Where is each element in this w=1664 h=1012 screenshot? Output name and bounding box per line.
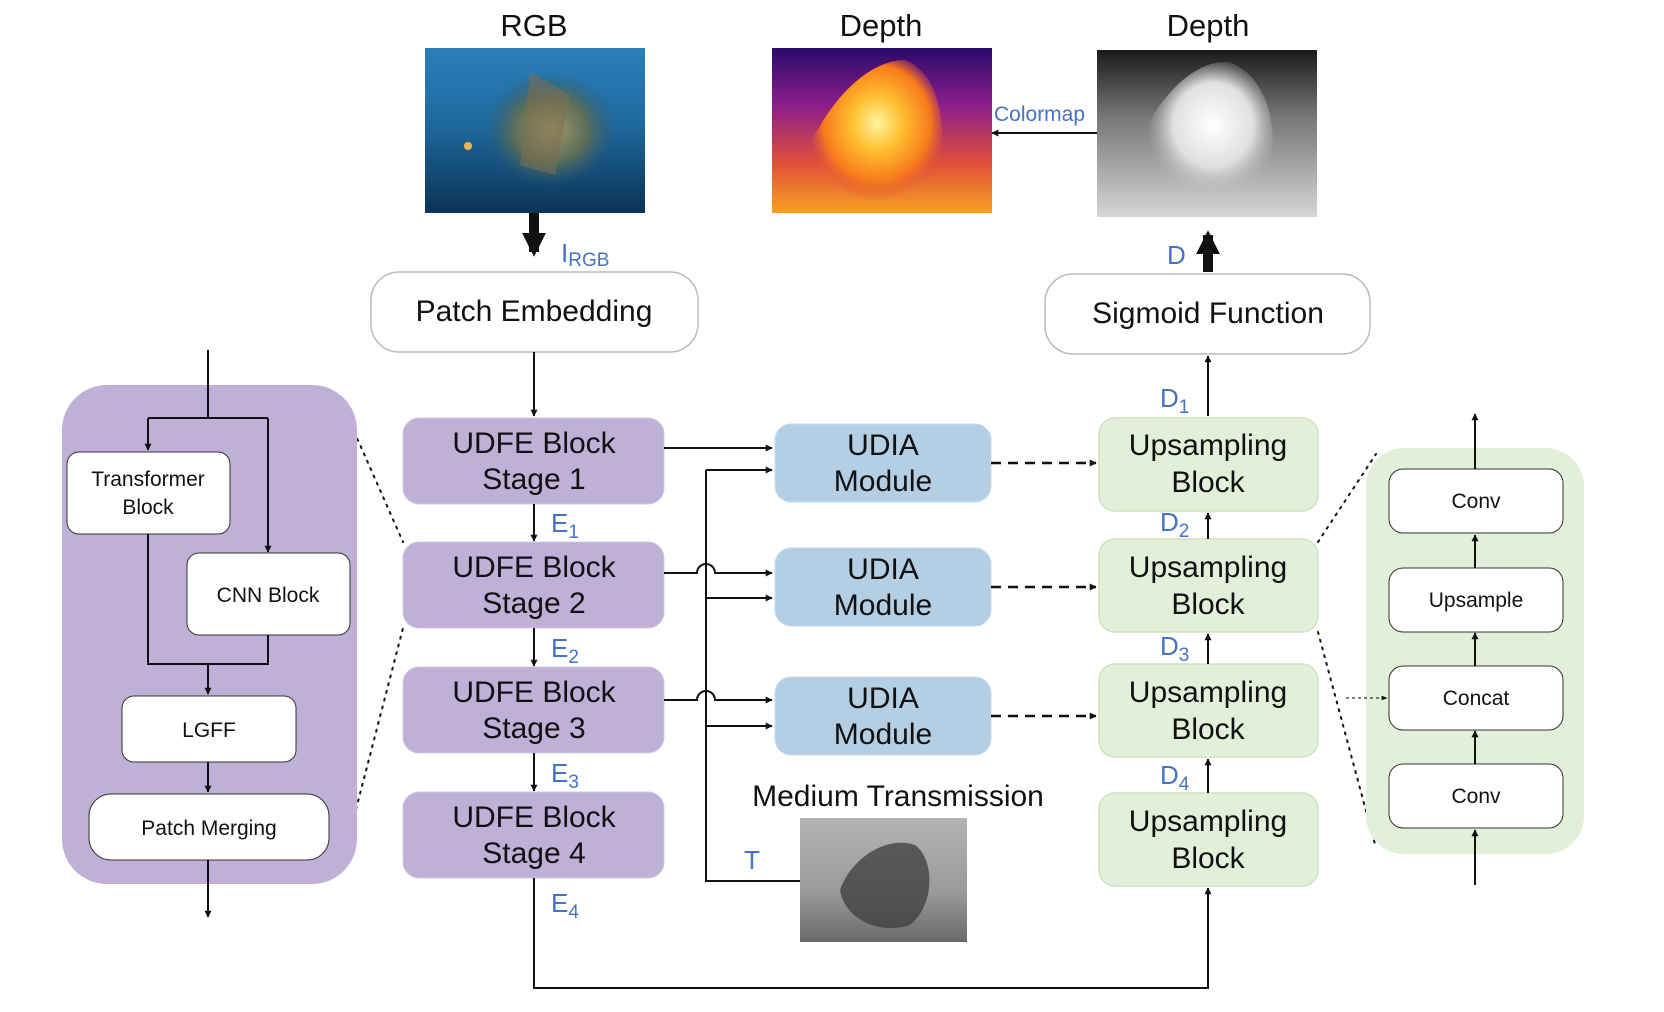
udfe-block-stage-2: UDFE Block Stage 2 — [402, 541, 665, 629]
rgb-image — [425, 48, 645, 213]
sigmoid-function-box: Sigmoid Function — [1044, 273, 1371, 355]
e1-label: E1 — [551, 508, 579, 543]
e2-label: E2 — [551, 633, 579, 668]
lgff-block: LGFF — [121, 695, 297, 763]
udia-3-line1: UDIA — [847, 682, 919, 715]
transformer-block: Transformer Block — [66, 451, 231, 535]
upsample-block: Upsample — [1388, 567, 1564, 633]
udfe-block-stage-4: UDFE Block Stage 4 — [402, 791, 665, 879]
upsampling-block-1: Upsampling Block — [1098, 417, 1319, 512]
header-depth-colormap: Depth — [840, 8, 923, 43]
transformer-line2: Block — [122, 496, 174, 519]
d2-label: D2 — [1160, 507, 1189, 542]
depth-gray-image — [1097, 50, 1317, 217]
udfe-1-line2: Stage 1 — [482, 463, 585, 496]
t-label: T — [744, 845, 760, 875]
upsample-label: Upsample — [1429, 589, 1524, 612]
udfe-3-line2: Stage 3 — [482, 712, 585, 745]
colormap-label: Colormap — [994, 103, 1085, 126]
up4-line2: Block — [1171, 842, 1245, 875]
up3-line1: Upsampling — [1129, 676, 1287, 709]
concat-block: Concat — [1388, 665, 1564, 731]
patch-merging-label: Patch Merging — [141, 817, 276, 840]
udia-module-3: UDIA Module — [774, 676, 992, 756]
depth-colormap-image — [772, 48, 992, 213]
cnn-label: CNN Block — [217, 584, 320, 607]
up1-line1: Upsampling — [1129, 429, 1287, 462]
udia-1-line1: UDIA — [847, 429, 919, 462]
output-label: D — [1167, 240, 1186, 270]
udia-2-line1: UDIA — [847, 553, 919, 586]
udfe-2-line2: Stage 2 — [482, 587, 585, 620]
up2-line1: Upsampling — [1129, 551, 1287, 584]
d1-label: D1 — [1160, 383, 1189, 418]
transmission-bus-line — [705, 470, 800, 882]
e4-label: E4 — [551, 888, 579, 923]
udia-module-2: UDIA Module — [774, 547, 992, 627]
up2-line2: Block — [1171, 588, 1245, 621]
conv-block-bottom: Conv — [1388, 763, 1564, 829]
upsampling-block-4: Upsampling Block — [1098, 792, 1319, 887]
patch-merging-block: Patch Merging — [88, 793, 330, 861]
udia-3-line2: Module — [834, 718, 932, 751]
cnn-block: CNN Block — [186, 552, 351, 636]
e4-to-up4-arrow — [533, 878, 1212, 989]
udfe-block-stage-3: UDFE Block Stage 3 — [402, 666, 665, 754]
udfe-3-line1: UDFE Block — [452, 676, 616, 709]
transmission-image — [800, 818, 967, 942]
right-zoom-line-top — [1317, 453, 1377, 543]
d3-label: D3 — [1160, 631, 1189, 666]
stage2-to-udia2-arrow — [664, 563, 773, 577]
header-depth-gray: Depth — [1167, 8, 1250, 43]
udia-1-line2: Module — [834, 465, 932, 498]
upsampling-block-2: Upsampling Block — [1098, 538, 1319, 633]
udia-module-1: UDIA Module — [774, 423, 992, 503]
udfe-1-line1: UDFE Block — [452, 427, 616, 460]
stage3-to-udia3-arrow — [664, 690, 773, 704]
upsampling-block-3: Upsampling Block — [1098, 663, 1319, 758]
udfe-block-stage-1: UDFE Block Stage 1 — [402, 417, 665, 505]
conv-block-top: Conv — [1388, 468, 1564, 534]
up1-line2: Block — [1171, 466, 1245, 499]
concat-label: Concat — [1443, 687, 1510, 710]
conv-bottom-label: Conv — [1451, 785, 1501, 808]
medium-transmission-label: Medium Transmission — [752, 780, 1044, 813]
udfe-4-line1: UDFE Block — [452, 801, 616, 834]
e3-label: E3 — [551, 758, 579, 793]
header-rgb: RGB — [500, 8, 567, 43]
d4-label: D4 — [1160, 760, 1190, 795]
up4-line1: Upsampling — [1129, 805, 1287, 838]
patch-embedding-box: Patch Embedding — [370, 271, 699, 353]
transformer-line1: Transformer — [91, 468, 205, 491]
conv-top-label: Conv — [1451, 490, 1501, 513]
udfe-4-line2: Stage 4 — [482, 837, 585, 870]
udfe-2-line1: UDFE Block — [452, 551, 616, 584]
udia-2-line2: Module — [834, 589, 932, 622]
patch-embedding-label: Patch Embedding — [416, 295, 653, 328]
input-label: IRGB — [561, 238, 609, 271]
up3-line2: Block — [1171, 713, 1245, 746]
sigmoid-function-label: Sigmoid Function — [1092, 297, 1324, 330]
lgff-label: LGFF — [182, 719, 236, 742]
